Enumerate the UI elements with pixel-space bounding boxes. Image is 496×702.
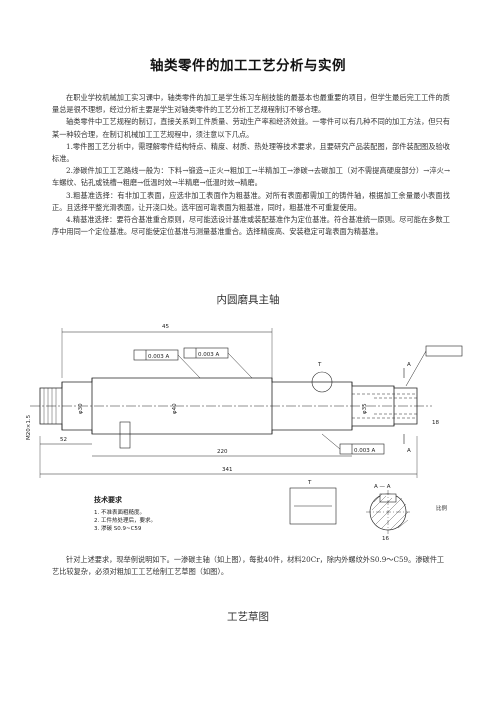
after-text: 针对上述要求，现举例说明如下。一渗碳主轴（如上图），每批40件，材料20Cr，除… bbox=[52, 554, 450, 578]
tol-label: 0.003 A bbox=[148, 354, 169, 360]
intro-text: 在职业学校机械加工实习课中，轴类零件的加工是学生练习车削技能的最基本也最重要的项… bbox=[52, 92, 450, 238]
tech-req-title: 技术要求 bbox=[94, 495, 123, 504]
dim-label: 52 bbox=[60, 437, 67, 443]
page-title: 轴类零件的加工工艺分析与实例 bbox=[150, 58, 346, 74]
section-arrow-label: A bbox=[407, 362, 411, 368]
dia-label: φ35 bbox=[362, 403, 368, 414]
paragraph: 针对上述要求，现举例说明如下。一渗碳主轴（如上图），每批40件，材料20Cr，除… bbox=[52, 555, 445, 577]
dia-label: φ40 bbox=[172, 403, 178, 414]
dim-label: 45 bbox=[162, 324, 169, 330]
tol-label: 0.003 A bbox=[198, 352, 219, 358]
detail-label: T bbox=[317, 362, 322, 368]
figure2-caption: 工艺草图 bbox=[227, 611, 269, 623]
figure1-caption: 内圆磨具主轴 bbox=[216, 294, 280, 306]
section-label: A — A bbox=[374, 484, 391, 490]
dia-label: M20×1.5 bbox=[26, 414, 32, 440]
dim-label: 341 bbox=[222, 467, 233, 473]
scale-label: 比例 bbox=[436, 504, 448, 512]
paragraph: 2.渗碳件加工工艺路线一般为：下料→锻造→正火→粗加工→半精加工→渗碳→去碳加工… bbox=[52, 166, 450, 188]
paragraph: 4.精基准选择：要符合基准重合原则，尽可能选设计基准或装配基准作为定位基准。符合… bbox=[52, 215, 450, 237]
paragraph: 轴类零件中工艺规程的制订，直接关系到工件质量、劳动生产率和经济效益。一零件可以有… bbox=[52, 117, 450, 139]
tech-req-item: 1. 不准表面粗糙度。 bbox=[94, 508, 145, 516]
tech-req-item: 3. 渗碳 S0.9~C59 bbox=[94, 524, 142, 532]
section-arrow-label: A bbox=[407, 448, 411, 454]
paragraph: 在职业学校机械加工实习课中，轴类零件的加工是学生练习车削技能的最基本也最重要的项… bbox=[52, 93, 450, 115]
dim-label: 220 bbox=[217, 449, 228, 455]
detail-label: T bbox=[307, 480, 312, 486]
dim-label: 16 bbox=[382, 536, 389, 542]
dia-label: φ30 bbox=[78, 403, 84, 414]
paragraph: 1.零件图工艺分析中，需理解零件结构特点、精度、材质、热处理等技术要求，且要研究… bbox=[52, 141, 450, 164]
tol-label: 0.003 A bbox=[354, 448, 375, 454]
paragraph: 3.粗基准选择：有非加工表面，应选非加工表面作为粗基准。对所有表面都需加工的铸件… bbox=[52, 190, 450, 212]
spindle-drawing: 0.003 A 0.003 A 0.003 A 45 220 341 52 18… bbox=[26, 324, 463, 542]
tech-req-item: 2. 工件热处理后，要求。 bbox=[94, 516, 156, 524]
dim-label: 18 bbox=[432, 420, 439, 426]
